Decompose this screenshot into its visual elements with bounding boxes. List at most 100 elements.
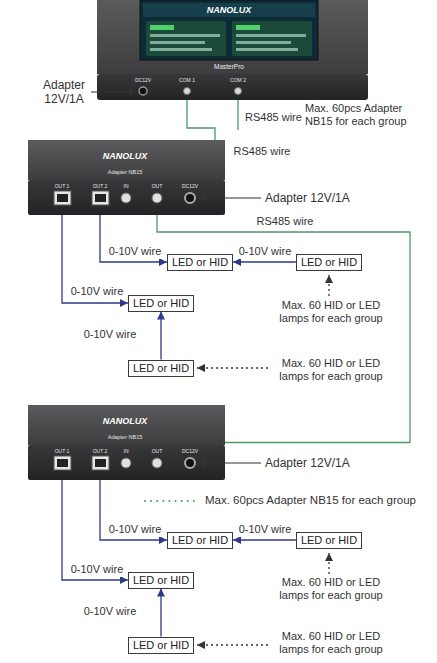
device-front (28, 180, 225, 215)
wire-label: 0-10V wire (107, 523, 164, 536)
screen-header (143, 3, 315, 17)
lamp-box: LED or HID (128, 360, 194, 377)
screen-line (150, 48, 212, 51)
power-label: Adapter 12V/1A (36, 78, 92, 107)
signal-wire (233, 539, 296, 540)
screen-bar (150, 25, 174, 30)
nb15-device (28, 405, 225, 480)
power-label: Adapter 12V/1A (265, 191, 350, 205)
device-front (97, 74, 368, 100)
rj45-port (54, 191, 71, 205)
lamp-box: LED or HID (128, 637, 194, 654)
rs485-port (152, 193, 162, 203)
dotted-leader (197, 644, 268, 645)
port-label: OUT (152, 449, 163, 454)
dc-jack (139, 87, 147, 95)
device-name: MasterPro (214, 64, 244, 71)
adapter-device: NANOLUXAdapter NB15OUT 1OUT 2INOUTDC12V (28, 140, 225, 215)
screen-panel (232, 21, 312, 56)
signal-wire (233, 261, 296, 262)
screen-line (150, 41, 205, 44)
lamp-box: LED or HID (167, 254, 233, 271)
com-port (235, 88, 242, 95)
device-name: Adapter NB15 (108, 435, 143, 441)
rs485-port (121, 193, 131, 203)
screen-line (236, 34, 306, 37)
screen-panel (146, 21, 226, 56)
wire-label: 0-10V wire (82, 605, 139, 618)
power-leader (91, 91, 137, 92)
adapter-device: NANOLUX Adapter NB15OUT 1 OUT 2 IN OUT DC12V (28, 405, 225, 480)
device-top (28, 140, 225, 180)
dc-jack (185, 193, 195, 203)
lamp-box: LED or HID (296, 254, 362, 271)
brand-logo: NANOLUX (103, 152, 148, 161)
lamp-box: LED or HID (296, 532, 362, 549)
rs485-wire (237, 100, 238, 130)
note: Max. 60pcs Adapter NB15 for each group (305, 102, 423, 128)
dotted-leader (145, 500, 198, 502)
port-label: COM 1 (179, 78, 195, 83)
lamp-label: LED or HID (133, 362, 189, 375)
rs485-wire (157, 215, 410, 443)
lamp-label: LED or HID (133, 297, 189, 310)
lamp-label: LED or HID (133, 574, 189, 587)
signal-wire (160, 312, 161, 360)
signal-wire (62, 215, 128, 303)
rs485-wire (187, 100, 215, 140)
wire-label: 0-10V wire (82, 328, 139, 341)
wire-label: 0-10V wire (237, 523, 294, 536)
dotted-leader (328, 553, 329, 574)
screen-bar (236, 25, 260, 30)
wire-label: RS485 wire (245, 111, 302, 124)
screen-line (236, 48, 298, 51)
lamp-label: LED or HID (172, 256, 228, 269)
brand-logo: NANOLUX (103, 417, 148, 426)
wire-label: 0-10V wire (69, 285, 126, 298)
device-name: Adapter NB15 (108, 170, 143, 176)
lamp-label: LED or HID (172, 534, 228, 547)
wire-label: 0-10V wire (237, 245, 294, 258)
wire-label: RS485 wire (232, 145, 293, 158)
port-label: OUT 2 (93, 449, 108, 454)
lamp-box: LED or HID (167, 532, 233, 549)
port-label: OUT 1 (55, 449, 70, 454)
wire-label: 0-10V wire (107, 245, 164, 258)
note: Max. 60 HID or LED lamps for each group (272, 630, 390, 656)
port-label: OUT 2 (93, 184, 108, 189)
rj45-socket (95, 194, 106, 202)
note: Max. 60 HID or LED lamps for each group (272, 357, 390, 383)
nb15-device (28, 140, 225, 215)
dotted-leader (328, 275, 329, 296)
signal-wire (100, 215, 167, 262)
signal-wire (100, 480, 167, 540)
port-label: IN (124, 449, 129, 454)
lamp-box: LED or HID (128, 572, 194, 589)
port-label: DC12V (182, 184, 198, 189)
device-top (97, 0, 368, 74)
rj45-socket (57, 194, 68, 202)
brand-logo: NANOLUX (207, 6, 252, 15)
masterpro-device (97, 0, 368, 100)
note: Max. 60 HID or LED lamps for each group (272, 299, 390, 325)
screen-line (150, 34, 220, 37)
note: Max. 60pcs Adapter NB15 for each group (205, 494, 416, 508)
port-label: COM 2 (230, 78, 246, 83)
lamp-label: LED or HID (133, 639, 189, 652)
lamp-label: LED or HID (301, 534, 357, 547)
power-leader (198, 197, 261, 198)
lamp-box: LED or HID (128, 295, 194, 312)
dotted-leader (197, 367, 268, 368)
port-label: DC12V (135, 78, 151, 83)
rj45-port (92, 191, 109, 205)
port-label: DC12V (182, 449, 198, 454)
power-leader (198, 462, 261, 463)
note: Max. 60 HID or LED lamps for each group (272, 576, 390, 602)
screen-line (236, 41, 291, 44)
power-label: Adapter 12V/1A (265, 456, 350, 470)
wire-label: RS485 wire (255, 215, 316, 228)
signal-wire (160, 589, 161, 637)
port-label: IN (124, 184, 129, 189)
touch-screen (140, 0, 318, 60)
lamp-label: LED or HID (301, 256, 357, 269)
